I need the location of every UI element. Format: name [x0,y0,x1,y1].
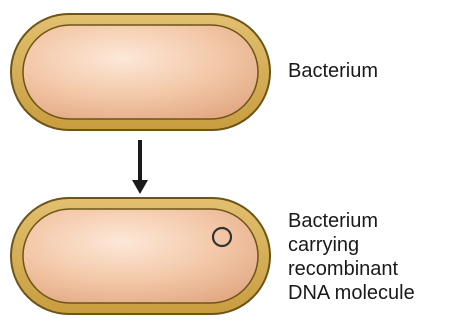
label-line: carrying [288,233,415,257]
cell-cytoplasm [23,25,258,119]
bacterium-cell-top [11,14,270,130]
down-arrow-icon [132,140,148,194]
label-bacterium: Bacterium [288,59,378,83]
label-line: recombinant [288,257,415,281]
label-line: DNA molecule [288,281,415,305]
label-line: Bacterium [288,209,415,233]
label-recombinant-bacterium: Bacterium carrying recombinant DNA molec… [288,209,415,305]
cell-cytoplasm [23,209,258,303]
bacterium-cell-bottom [11,198,270,314]
